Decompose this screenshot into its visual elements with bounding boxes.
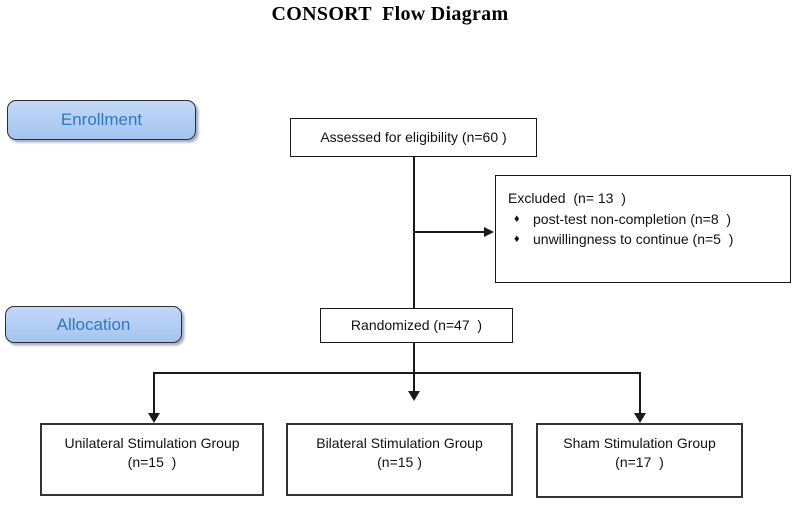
- group-name: Bilateral Stimulation Group: [316, 435, 483, 451]
- group-count: (n=15 ): [377, 454, 422, 470]
- group-count: (n=17 ): [615, 454, 664, 470]
- arrowhead-down-icon: [634, 413, 646, 423]
- diamond-bullet-icon: ♦: [514, 233, 520, 245]
- excluded-item-text: unwillingness to continue (n=5 ): [533, 231, 734, 247]
- stage-label-allocation: Allocation: [5, 306, 182, 343]
- connector-to-excluded: [414, 231, 485, 233]
- box-excluded: Excluded (n= 13 ) ♦ post-test non-comple…: [495, 175, 791, 283]
- diamond-bullet-icon: ♦: [514, 212, 520, 225]
- connector-branch-to-sham: [639, 372, 641, 414]
- box-randomized: Randomized (n=47 ): [320, 308, 513, 343]
- box-bilateral-stimulation-group: Bilateral Stimulation Group (n=15 ): [286, 423, 513, 496]
- connector-randomized-to-branch: [413, 343, 415, 392]
- box-sham-stimulation-group: Sham Stimulation Group (n=17 ): [536, 423, 743, 498]
- stage-label-enrollment: Enrollment: [7, 100, 196, 140]
- arrowhead-down-icon: [408, 391, 420, 401]
- randomized-text: Randomized (n=47 ): [350, 317, 483, 333]
- excluded-item-text: post-test non-completion (n=8 ): [533, 210, 732, 227]
- connector-branch-horizontal: [153, 372, 641, 374]
- assessed-text: Assessed for eligibility (n=60 ): [320, 129, 507, 145]
- excluded-heading: Excluded (n= 13 ): [508, 190, 626, 206]
- box-unilateral-stimulation-group: Unilateral Stimulation Group (n=15 ): [40, 423, 264, 496]
- box-assessed-for-eligibility: Assessed for eligibility (n=60 ): [290, 118, 537, 157]
- excluded-item: ♦ unwillingness to continue (n=5 ): [514, 229, 782, 250]
- group-name: Unilateral Stimulation Group: [64, 435, 240, 451]
- diagram-title: CONSORT Flow Diagram: [271, 3, 509, 25]
- group-name: Sham Stimulation Group: [563, 435, 716, 451]
- arrowhead-down-icon: [148, 413, 160, 423]
- stage-label-allocation-text: Allocation: [56, 314, 131, 334]
- connector-branch-to-unilateral: [153, 372, 155, 414]
- arrowhead-right-icon: [484, 226, 494, 237]
- group-count: (n=15 ): [127, 454, 177, 470]
- stage-label-enrollment-text: Enrollment: [60, 110, 143, 129]
- excluded-item: ♦ post-test non-completion (n=8 ): [514, 209, 782, 230]
